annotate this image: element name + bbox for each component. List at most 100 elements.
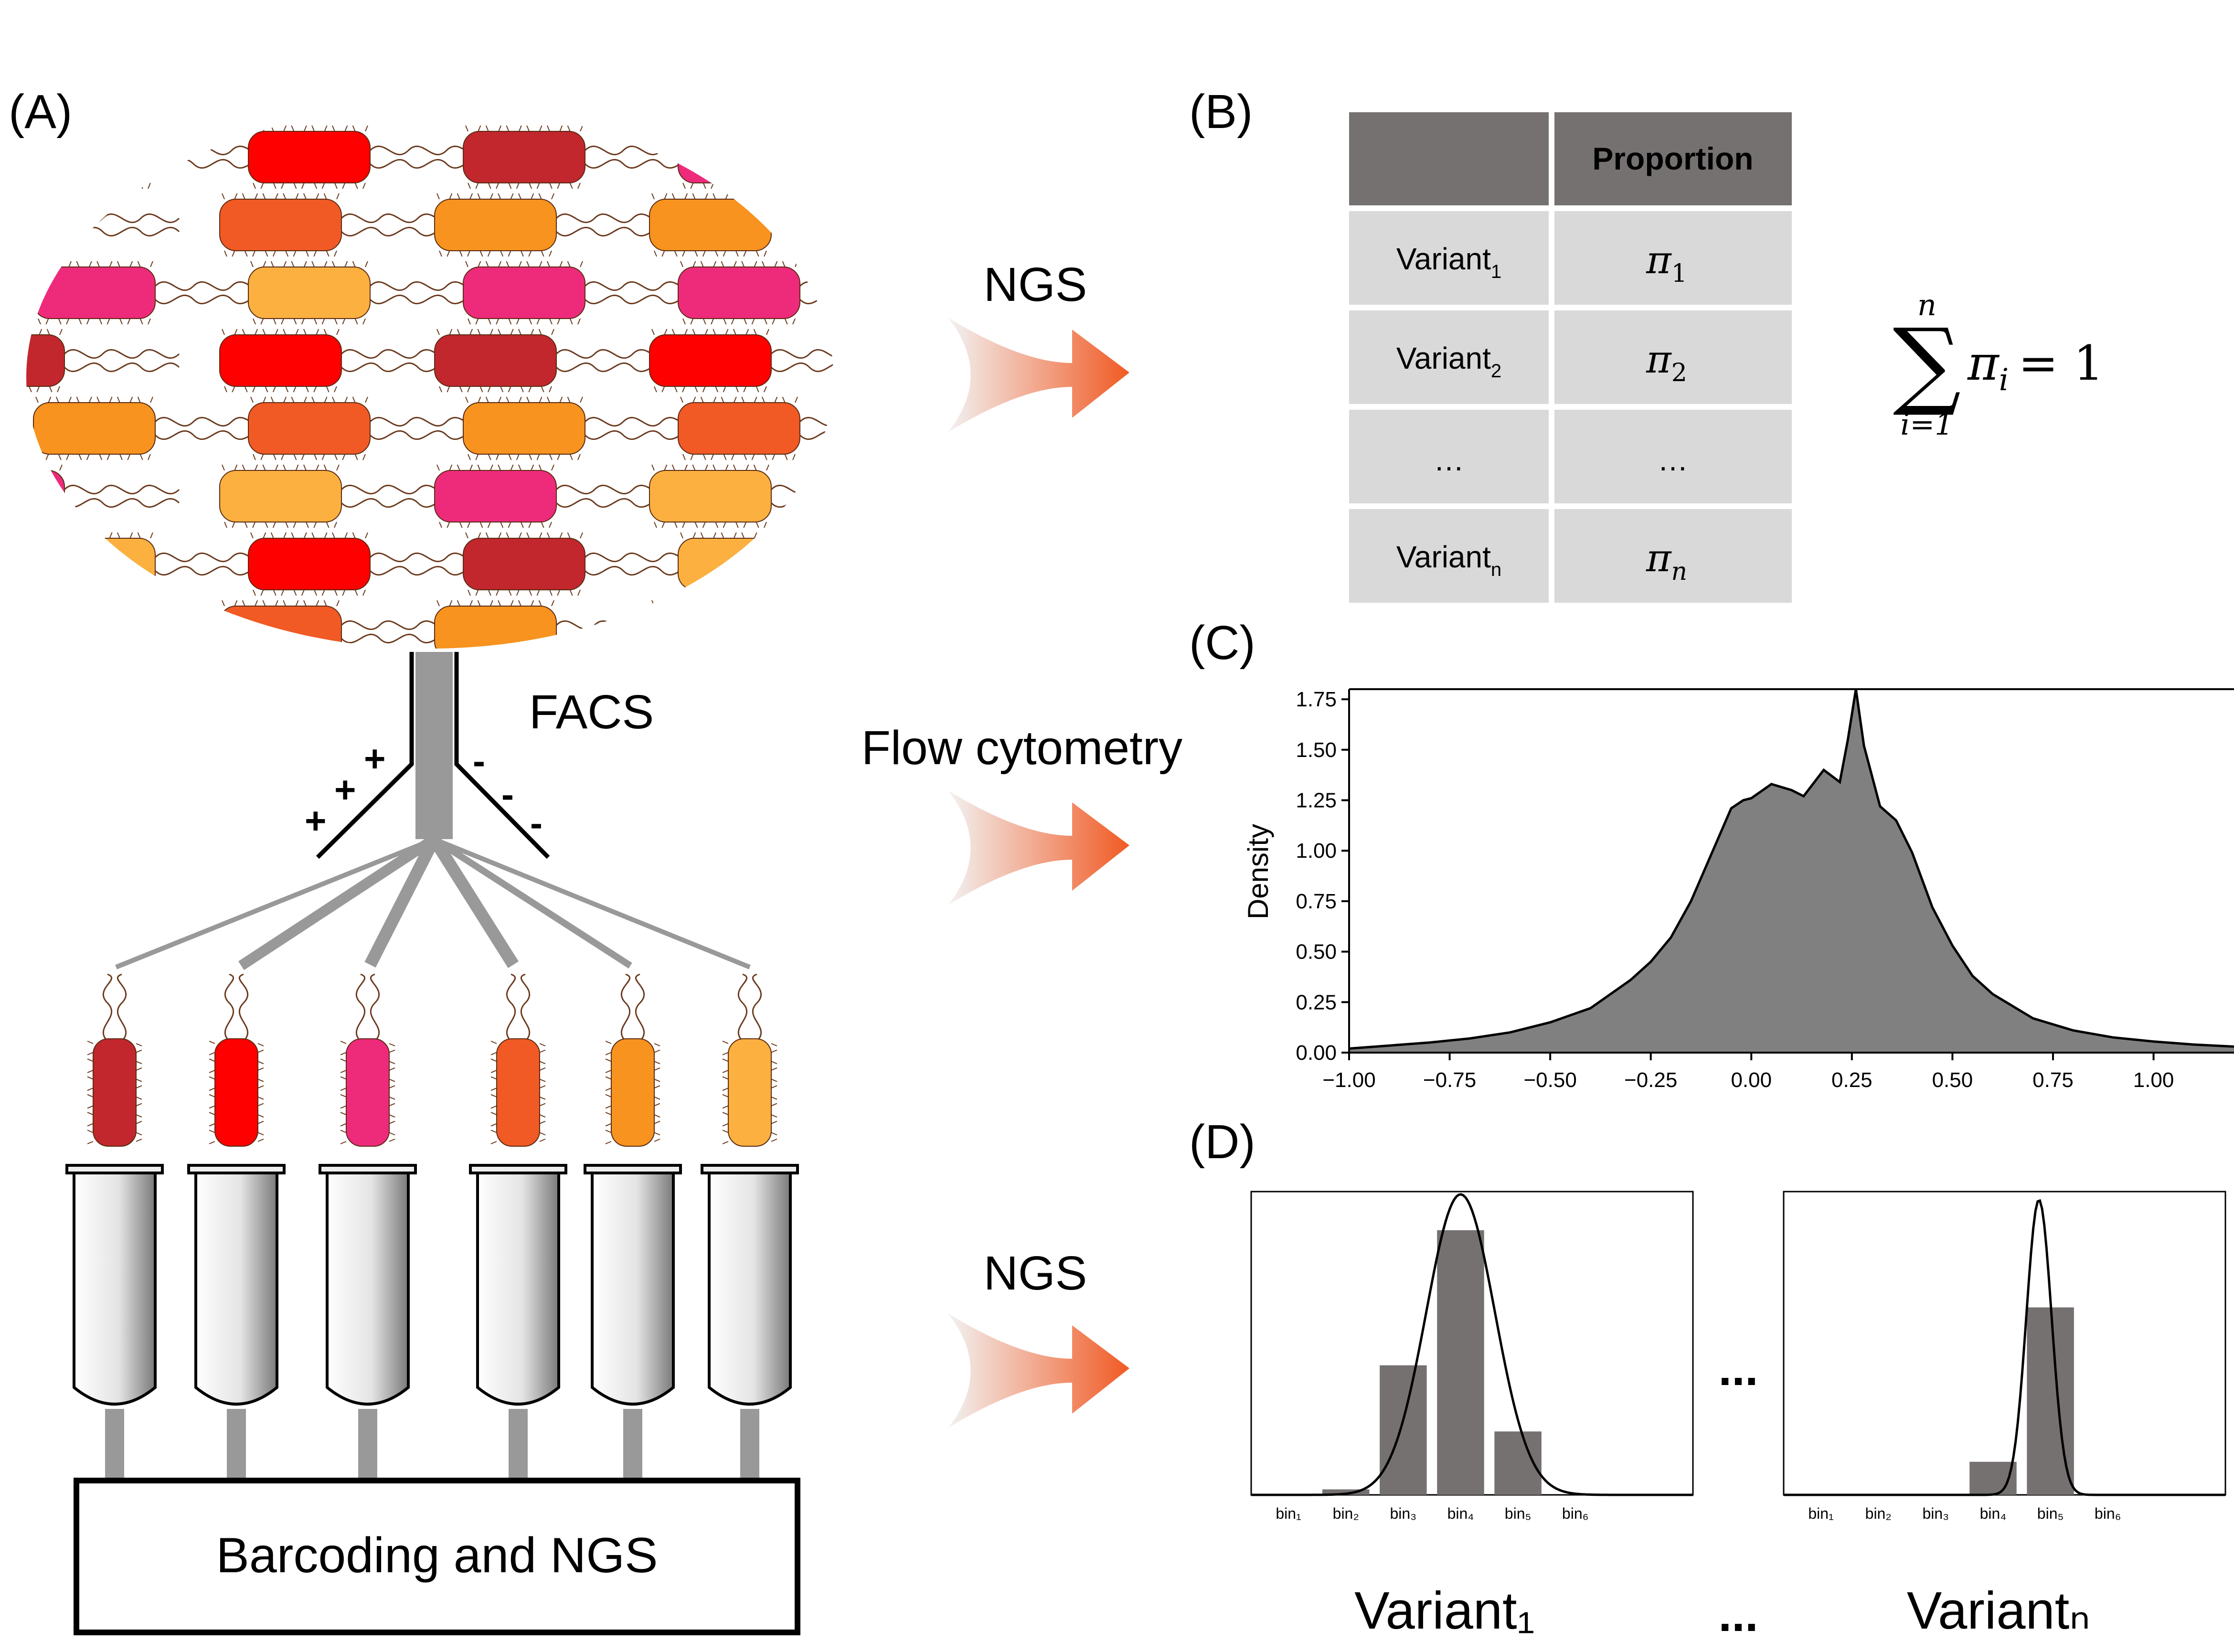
table-row: Variantn πn bbox=[1349, 509, 1792, 603]
y-tick-label: 0.75 bbox=[1296, 890, 1337, 913]
variant-sub: 2 bbox=[1491, 361, 1501, 382]
fitted-curve bbox=[1784, 1199, 2225, 1496]
arrow-label-ngs-bottom: NGS bbox=[984, 1247, 1087, 1300]
variant-titles-ellipsis: ... bbox=[1718, 1588, 1758, 1641]
facs-sorter bbox=[115, 652, 751, 970]
bin-label: bin₅ bbox=[2037, 1505, 2064, 1522]
x-tick-label: 0.00 bbox=[1731, 1068, 1772, 1092]
density-chart: −1.00 −0.75 −0.50 −0.25 0.00 0.25 0.50 0.75 1.00… bbox=[1242, 688, 2234, 1092]
svg-text:π1: π1 bbox=[1646, 238, 1687, 288]
bin-label: bin₆ bbox=[1562, 1505, 1589, 1522]
fitted-curve bbox=[1251, 1193, 1693, 1496]
bin-label: bin₆ bbox=[2095, 1505, 2121, 1522]
x-tick-label: 0.25 bbox=[1831, 1068, 1872, 1092]
pi-sub: 2 bbox=[1671, 359, 1687, 387]
bacterium-cell bbox=[248, 396, 486, 460]
variant-1-title: Variant₁ bbox=[1354, 1581, 1534, 1640]
svg-text:Variant2: Variant2 bbox=[1396, 341, 1501, 382]
bin-label: bin₁ bbox=[1276, 1505, 1301, 1522]
variant-name: Variant bbox=[1396, 540, 1491, 574]
bin-bar bbox=[1437, 1230, 1484, 1495]
bacterium-cell bbox=[463, 261, 701, 325]
bacterium-cell bbox=[33, 532, 271, 596]
collection-tube bbox=[701, 1164, 799, 1481]
bin-label: bin₅ bbox=[1505, 1505, 1532, 1522]
svg-text:Variant1: Variant1 bbox=[1396, 242, 1501, 282]
sum-symbol: ∑ bbox=[1893, 308, 1961, 419]
y-tick-label: 1.50 bbox=[1296, 738, 1337, 762]
row-ellipsis: … bbox=[1658, 443, 1688, 477]
sort-stream bbox=[364, 836, 440, 968]
bin-label: bin₄ bbox=[1980, 1505, 2007, 1522]
flagella bbox=[64, 620, 180, 644]
bin-label: bin₂ bbox=[1333, 1505, 1359, 1522]
bacterium-cell bbox=[678, 125, 833, 189]
table-header-proportion bbox=[1554, 112, 1792, 205]
flagella bbox=[799, 145, 833, 169]
bacterium-cell bbox=[463, 396, 701, 460]
row-ellipsis: … bbox=[1434, 443, 1464, 477]
x-tick-label: −0.50 bbox=[1523, 1068, 1576, 1092]
proportion-table: Proportion Variant1 π1 Variant2 π2 … … V… bbox=[1349, 112, 1792, 603]
bacterium-cell bbox=[678, 261, 833, 325]
arrow-ngs-bottom bbox=[948, 1313, 1129, 1428]
sort-stream bbox=[115, 837, 435, 970]
bacterium-cell bbox=[33, 396, 271, 460]
bacterium-cell bbox=[33, 261, 271, 325]
bacterium-cell bbox=[649, 329, 833, 393]
collection-tube bbox=[65, 1164, 164, 1481]
plus-sign: + bbox=[305, 799, 327, 842]
sum-lower: i=1 bbox=[1900, 407, 1953, 442]
flagella bbox=[770, 620, 833, 644]
y-tick-label: 1.00 bbox=[1296, 839, 1337, 863]
facs-label: FACS bbox=[529, 685, 654, 739]
bacterium-cell bbox=[649, 193, 833, 257]
y-tick-label: 1.25 bbox=[1296, 789, 1337, 812]
minus-sign: - bbox=[473, 740, 485, 782]
bin-label: bin₂ bbox=[1865, 1505, 1892, 1522]
bacterium-cell bbox=[26, 600, 180, 649]
bacteria-population bbox=[26, 125, 833, 649]
y-tick-label: 0.00 bbox=[1296, 1041, 1337, 1065]
collection-tube bbox=[187, 1164, 286, 1481]
arrow-label-ngs-top: NGS bbox=[984, 258, 1087, 311]
x-tick-label: −1.00 bbox=[1322, 1068, 1375, 1092]
sum-term: π bbox=[1967, 335, 2000, 391]
x-tick-label: 0.50 bbox=[1932, 1068, 1973, 1092]
panel-label-b: (B) bbox=[1189, 85, 1253, 139]
variant-sub: 1 bbox=[1491, 261, 1501, 282]
bin-bar bbox=[1322, 1489, 1370, 1495]
sum-term-sub: i bbox=[1999, 362, 2009, 398]
sort-stream bbox=[429, 836, 519, 968]
sorted-cells bbox=[87, 973, 777, 1147]
bacterium-cell bbox=[463, 532, 701, 596]
facs-left-deflector bbox=[316, 652, 414, 859]
facs-stream bbox=[415, 652, 453, 839]
svg-text:πi= 1: πi= 1 bbox=[1967, 335, 2104, 398]
variant-name: Variant bbox=[1396, 242, 1491, 276]
arrow-flow-cytometry bbox=[948, 790, 1129, 905]
bin-label: bin₁ bbox=[1808, 1505, 1834, 1522]
table-header-label: Proportion bbox=[1592, 141, 1753, 176]
flagella bbox=[64, 349, 180, 373]
bacterium-cell bbox=[219, 464, 457, 528]
x-tick-label: −0.25 bbox=[1624, 1068, 1677, 1092]
facs-right-deflector bbox=[454, 652, 550, 859]
bacterium-cell bbox=[219, 193, 457, 257]
sorted-cell bbox=[209, 973, 264, 1147]
x-tick-label: −0.75 bbox=[1423, 1068, 1476, 1092]
bin-label: bin₄ bbox=[1447, 1505, 1474, 1522]
sum-upper: n bbox=[1917, 288, 1936, 322]
sort-streams bbox=[115, 834, 751, 970]
flagella bbox=[799, 281, 833, 305]
variant-sub: n bbox=[1491, 559, 1501, 580]
y-axis-label: Density bbox=[1242, 824, 1274, 919]
bacterium-cell bbox=[248, 532, 486, 596]
flagella bbox=[584, 145, 701, 169]
flagella bbox=[770, 484, 833, 508]
collection-tubes bbox=[65, 1164, 799, 1481]
pi-symbol: π bbox=[1646, 337, 1672, 382]
